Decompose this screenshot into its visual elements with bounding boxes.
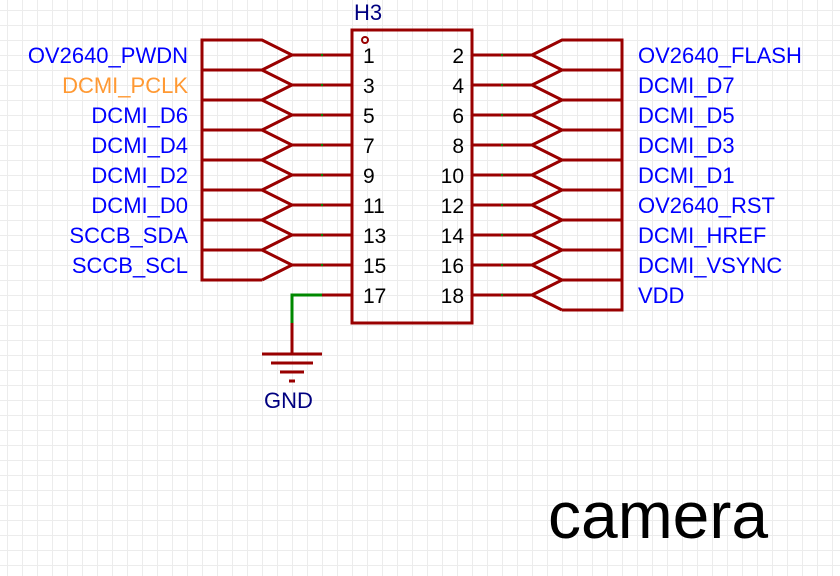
net-flag-icon[interactable] bbox=[200, 248, 296, 282]
pin-number: 10 bbox=[441, 165, 464, 188]
pin-number: 13 bbox=[363, 225, 386, 248]
net-flag-icon[interactable] bbox=[200, 38, 296, 72]
pin-number: 11 bbox=[363, 195, 385, 218]
net-label[interactable]: DCMI_D5 bbox=[638, 103, 735, 128]
junction-dot bbox=[501, 114, 503, 116]
pin-number: 2 bbox=[452, 45, 464, 68]
net-label[interactable]: OV2640_PWDN bbox=[28, 43, 188, 68]
net-flag-icon[interactable] bbox=[528, 38, 624, 72]
net-flag-icon[interactable] bbox=[200, 158, 296, 192]
net-flag-icon[interactable] bbox=[200, 98, 296, 132]
pin-number: 1 bbox=[363, 45, 375, 68]
gnd-net-wire[interactable] bbox=[290, 293, 322, 323]
net-label[interactable]: DCMI_PCLK bbox=[62, 73, 188, 98]
net-label[interactable]: DCMI_D3 bbox=[638, 133, 735, 158]
net-label[interactable]: DCMI_D6 bbox=[91, 103, 188, 128]
pin-number: 6 bbox=[452, 105, 464, 128]
junction-dot bbox=[321, 114, 323, 116]
net-flag-icon[interactable] bbox=[200, 68, 296, 102]
net-label[interactable]: DCMI_D4 bbox=[91, 133, 188, 158]
net-flag-icon[interactable] bbox=[200, 128, 296, 162]
junction-dot bbox=[501, 264, 503, 266]
pin-number: 9 bbox=[363, 165, 375, 188]
net-flag-icon[interactable] bbox=[528, 158, 624, 192]
junction-dot bbox=[501, 54, 503, 56]
junction-dot bbox=[501, 234, 503, 236]
junction-dot bbox=[501, 204, 503, 206]
net-flag-icon[interactable] bbox=[528, 98, 624, 132]
net-flag-icon[interactable] bbox=[528, 68, 624, 102]
pin-number: 4 bbox=[452, 75, 464, 98]
net-flag-icon[interactable] bbox=[200, 218, 296, 252]
pin-number: 3 bbox=[363, 75, 375, 98]
junction-dot bbox=[501, 84, 503, 86]
net-label[interactable]: SCCB_SDA bbox=[69, 223, 188, 248]
net-flag-icon[interactable] bbox=[528, 218, 624, 252]
ground-label: GND bbox=[264, 388, 313, 413]
wires-layer bbox=[290, 53, 532, 323]
ground-symbol[interactable]: GND bbox=[262, 323, 322, 413]
junction-dot bbox=[321, 144, 323, 146]
net-flags-layer bbox=[200, 38, 624, 312]
junction-dot bbox=[501, 174, 503, 176]
net-label[interactable]: DCMI_D2 bbox=[91, 163, 188, 188]
net-label[interactable]: DCMI_HREF bbox=[638, 223, 766, 248]
pin-number: 17 bbox=[363, 285, 386, 308]
junction-dot bbox=[321, 54, 323, 56]
net-flag-icon[interactable] bbox=[528, 278, 624, 312]
pin-number: 5 bbox=[363, 105, 375, 128]
junction-dot bbox=[321, 264, 323, 266]
junction-dot bbox=[321, 84, 323, 86]
net-label[interactable]: VDD bbox=[638, 283, 684, 308]
junction-dot bbox=[321, 234, 323, 236]
net-label[interactable]: SCCB_SCL bbox=[72, 253, 188, 278]
net-flag-icon[interactable] bbox=[528, 188, 624, 222]
junction-dot bbox=[501, 294, 503, 296]
component-body[interactable] bbox=[350, 28, 474, 325]
sheet-title: camera bbox=[548, 478, 769, 552]
pin1-marker-icon bbox=[361, 36, 369, 44]
net-label[interactable]: OV2640_RST bbox=[638, 193, 775, 218]
net-flag-icon[interactable] bbox=[528, 128, 624, 162]
net-label[interactable]: DCMI_D1 bbox=[638, 163, 735, 188]
net-label[interactable]: DCMI_D0 bbox=[91, 193, 188, 218]
component-designator: H3 bbox=[354, 0, 382, 25]
net-label[interactable]: DCMI_D7 bbox=[638, 73, 735, 98]
net-flag-icon[interactable] bbox=[528, 248, 624, 282]
pin-number: 12 bbox=[441, 195, 464, 218]
junction-dot bbox=[321, 204, 323, 206]
junction-dot bbox=[321, 174, 323, 176]
net-flag-icon[interactable] bbox=[200, 188, 296, 222]
net-label[interactable]: DCMI_VSYNC bbox=[638, 253, 782, 278]
net-labels-layer: OV2640_PWDNDCMI_PCLKDCMI_D6DCMI_D4DCMI_D… bbox=[28, 43, 802, 308]
pin-number: 16 bbox=[441, 255, 464, 278]
pin-number: 7 bbox=[363, 135, 375, 158]
pin-number: 18 bbox=[441, 285, 464, 308]
junction-dot bbox=[501, 144, 503, 146]
net-label[interactable]: OV2640_FLASH bbox=[638, 43, 802, 68]
pin-number: 8 bbox=[452, 135, 464, 158]
pin-number: 14 bbox=[441, 225, 465, 248]
pin-number: 15 bbox=[363, 255, 386, 278]
